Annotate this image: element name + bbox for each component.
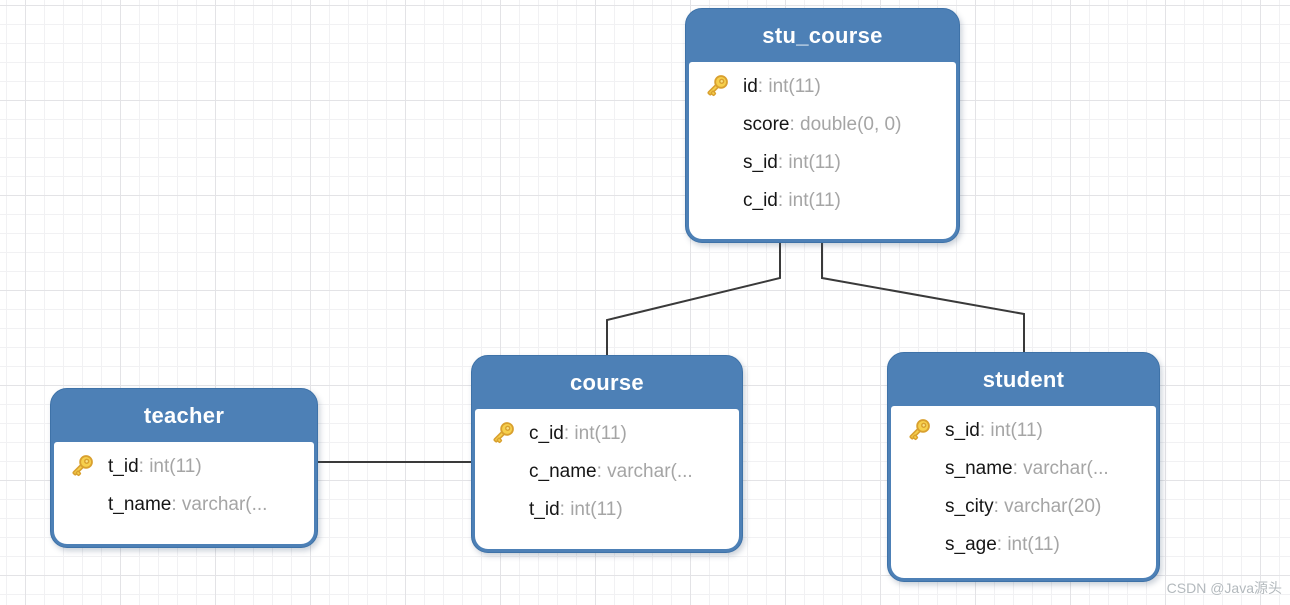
field-name: s_age <box>945 534 997 555</box>
field-row-c_id[interactable]: c_id: int(11) <box>689 182 956 220</box>
field-row-t_name[interactable]: t_name: varchar(... <box>54 486 314 524</box>
table-field-list: id: int(11)score: double(0, 0)s_id: int(… <box>689 62 956 239</box>
primary-key-icon <box>72 455 93 477</box>
table-title[interactable]: stu_course <box>762 22 883 48</box>
field-name: c_name <box>529 461 597 482</box>
field-name: c_id <box>743 190 778 211</box>
field-type: : int(11) <box>757 76 821 97</box>
table-title[interactable]: teacher <box>143 402 225 428</box>
field-type: : varchar(20) <box>993 496 1102 517</box>
table-field-list: t_id: int(11)t_name: varchar(... <box>54 442 314 544</box>
table-stu_course[interactable]: stu_course id: int(11)score: double(0, 0… <box>685 8 960 243</box>
field-row-t_id[interactable]: t_id: int(11) <box>54 448 314 486</box>
primary-key-icon <box>909 419 930 441</box>
field-type: : int(11) <box>563 423 627 444</box>
field-type: : int(11) <box>559 499 623 520</box>
csdn-watermark: CSDN @Java源头 <box>1166 580 1282 596</box>
field-name: s_name <box>945 458 1013 479</box>
field-name: score <box>743 114 790 135</box>
field-type: : varchar(... <box>1012 458 1109 479</box>
relationship-line-stu_course-course[interactable] <box>606 243 781 355</box>
table-title[interactable]: student <box>982 366 1065 392</box>
table-student[interactable]: student s_id: int(11)s_name: varchar(...… <box>887 352 1160 582</box>
table-course[interactable]: course c_id: int(11)c_name: varchar(...t… <box>471 355 743 553</box>
primary-key-icon <box>707 75 728 97</box>
field-name: s_id <box>743 152 778 173</box>
field-row-c_id[interactable]: c_id: int(11) <box>475 415 739 453</box>
field-type: : int(11) <box>979 420 1043 441</box>
field-type: : double(0, 0) <box>789 114 902 135</box>
field-name: id <box>743 76 758 97</box>
field-type: : int(11) <box>777 152 841 173</box>
field-row-s_id[interactable]: s_id: int(11) <box>689 144 956 182</box>
table-field-list: c_id: int(11)c_name: varchar(...t_id: in… <box>475 409 739 549</box>
field-name: t_id <box>108 456 139 477</box>
table-teacher[interactable]: teacher t_id: int(11)t_name: varchar(... <box>50 388 318 548</box>
field-type: : int(11) <box>138 456 202 477</box>
field-row-score[interactable]: score: double(0, 0) <box>689 106 956 144</box>
field-name: t_id <box>529 499 560 520</box>
field-type: : varchar(... <box>596 461 693 482</box>
field-type: : int(11) <box>777 190 841 211</box>
field-type: : int(11) <box>996 534 1060 555</box>
field-row-s_name[interactable]: s_name: varchar(... <box>891 450 1156 488</box>
table-title[interactable]: course <box>570 369 644 395</box>
field-row-t_id[interactable]: t_id: int(11) <box>475 491 739 529</box>
field-name: c_id <box>529 423 564 444</box>
field-row-id[interactable]: id: int(11) <box>689 68 956 106</box>
field-row-s_id[interactable]: s_id: int(11) <box>891 412 1156 450</box>
field-name: s_id <box>945 420 980 441</box>
table-field-list: s_id: int(11)s_name: varchar(...s_city: … <box>891 406 1156 578</box>
field-name: s_city <box>945 496 994 517</box>
primary-key-icon <box>493 422 514 444</box>
field-type: : varchar(... <box>171 494 268 515</box>
field-row-s_city[interactable]: s_city: varchar(20) <box>891 488 1156 526</box>
relationship-line-stu_course-student[interactable] <box>821 243 1025 352</box>
field-row-s_age[interactable]: s_age: int(11) <box>891 526 1156 564</box>
field-row-c_name[interactable]: c_name: varchar(... <box>475 453 739 491</box>
field-name: t_name <box>108 494 172 515</box>
